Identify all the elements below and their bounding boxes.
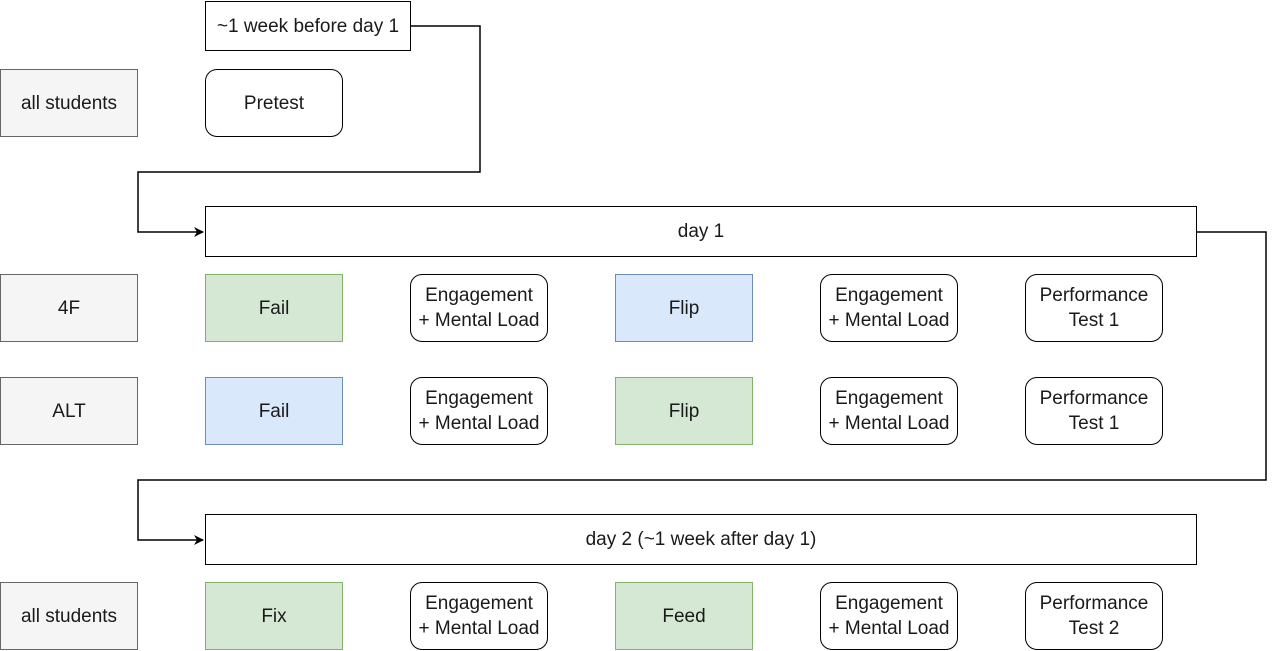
4f-fail-step: Fail <box>205 274 343 342</box>
4f-performance-test-1: Performance Test 1 <box>1025 274 1163 342</box>
group-4f: 4F <box>0 274 138 342</box>
alt-performance-test-1: Performance Test 1 <box>1025 377 1163 445</box>
day2-performance-test-2: Performance Test 2 <box>1025 582 1163 650</box>
day2-fix-step: Fix <box>205 582 343 650</box>
4f-engagement-step-1: Engagement + Mental Load <box>410 274 548 342</box>
phase-pre-label: ~1 week before day 1 <box>205 1 411 51</box>
pretest-step: Pretest <box>205 69 343 137</box>
connector-pre-to-day1 <box>137 25 481 237</box>
day2-engagement-step-1: Engagement + Mental Load <box>410 582 548 650</box>
alt-engagement-step-2: Engagement + Mental Load <box>820 377 958 445</box>
4f-flip-step: Flip <box>615 274 753 342</box>
group-all-students-pretest: all students <box>0 69 138 137</box>
day2-engagement-step-2: Engagement + Mental Load <box>820 582 958 650</box>
day2-feed-step: Feed <box>615 582 753 650</box>
group-alt: ALT <box>0 377 138 445</box>
phase-day1-label: day 1 <box>205 206 1197 257</box>
phase-day2-label: day 2 (~1 week after day 1) <box>205 514 1197 565</box>
connector-day1-to-day2 <box>137 231 1267 545</box>
alt-engagement-step-1: Engagement + Mental Load <box>410 377 548 445</box>
4f-engagement-step-2: Engagement + Mental Load <box>820 274 958 342</box>
alt-fail-step: Fail <box>205 377 343 445</box>
alt-flip-step: Flip <box>615 377 753 445</box>
group-all-students-day2: all students <box>0 582 138 650</box>
